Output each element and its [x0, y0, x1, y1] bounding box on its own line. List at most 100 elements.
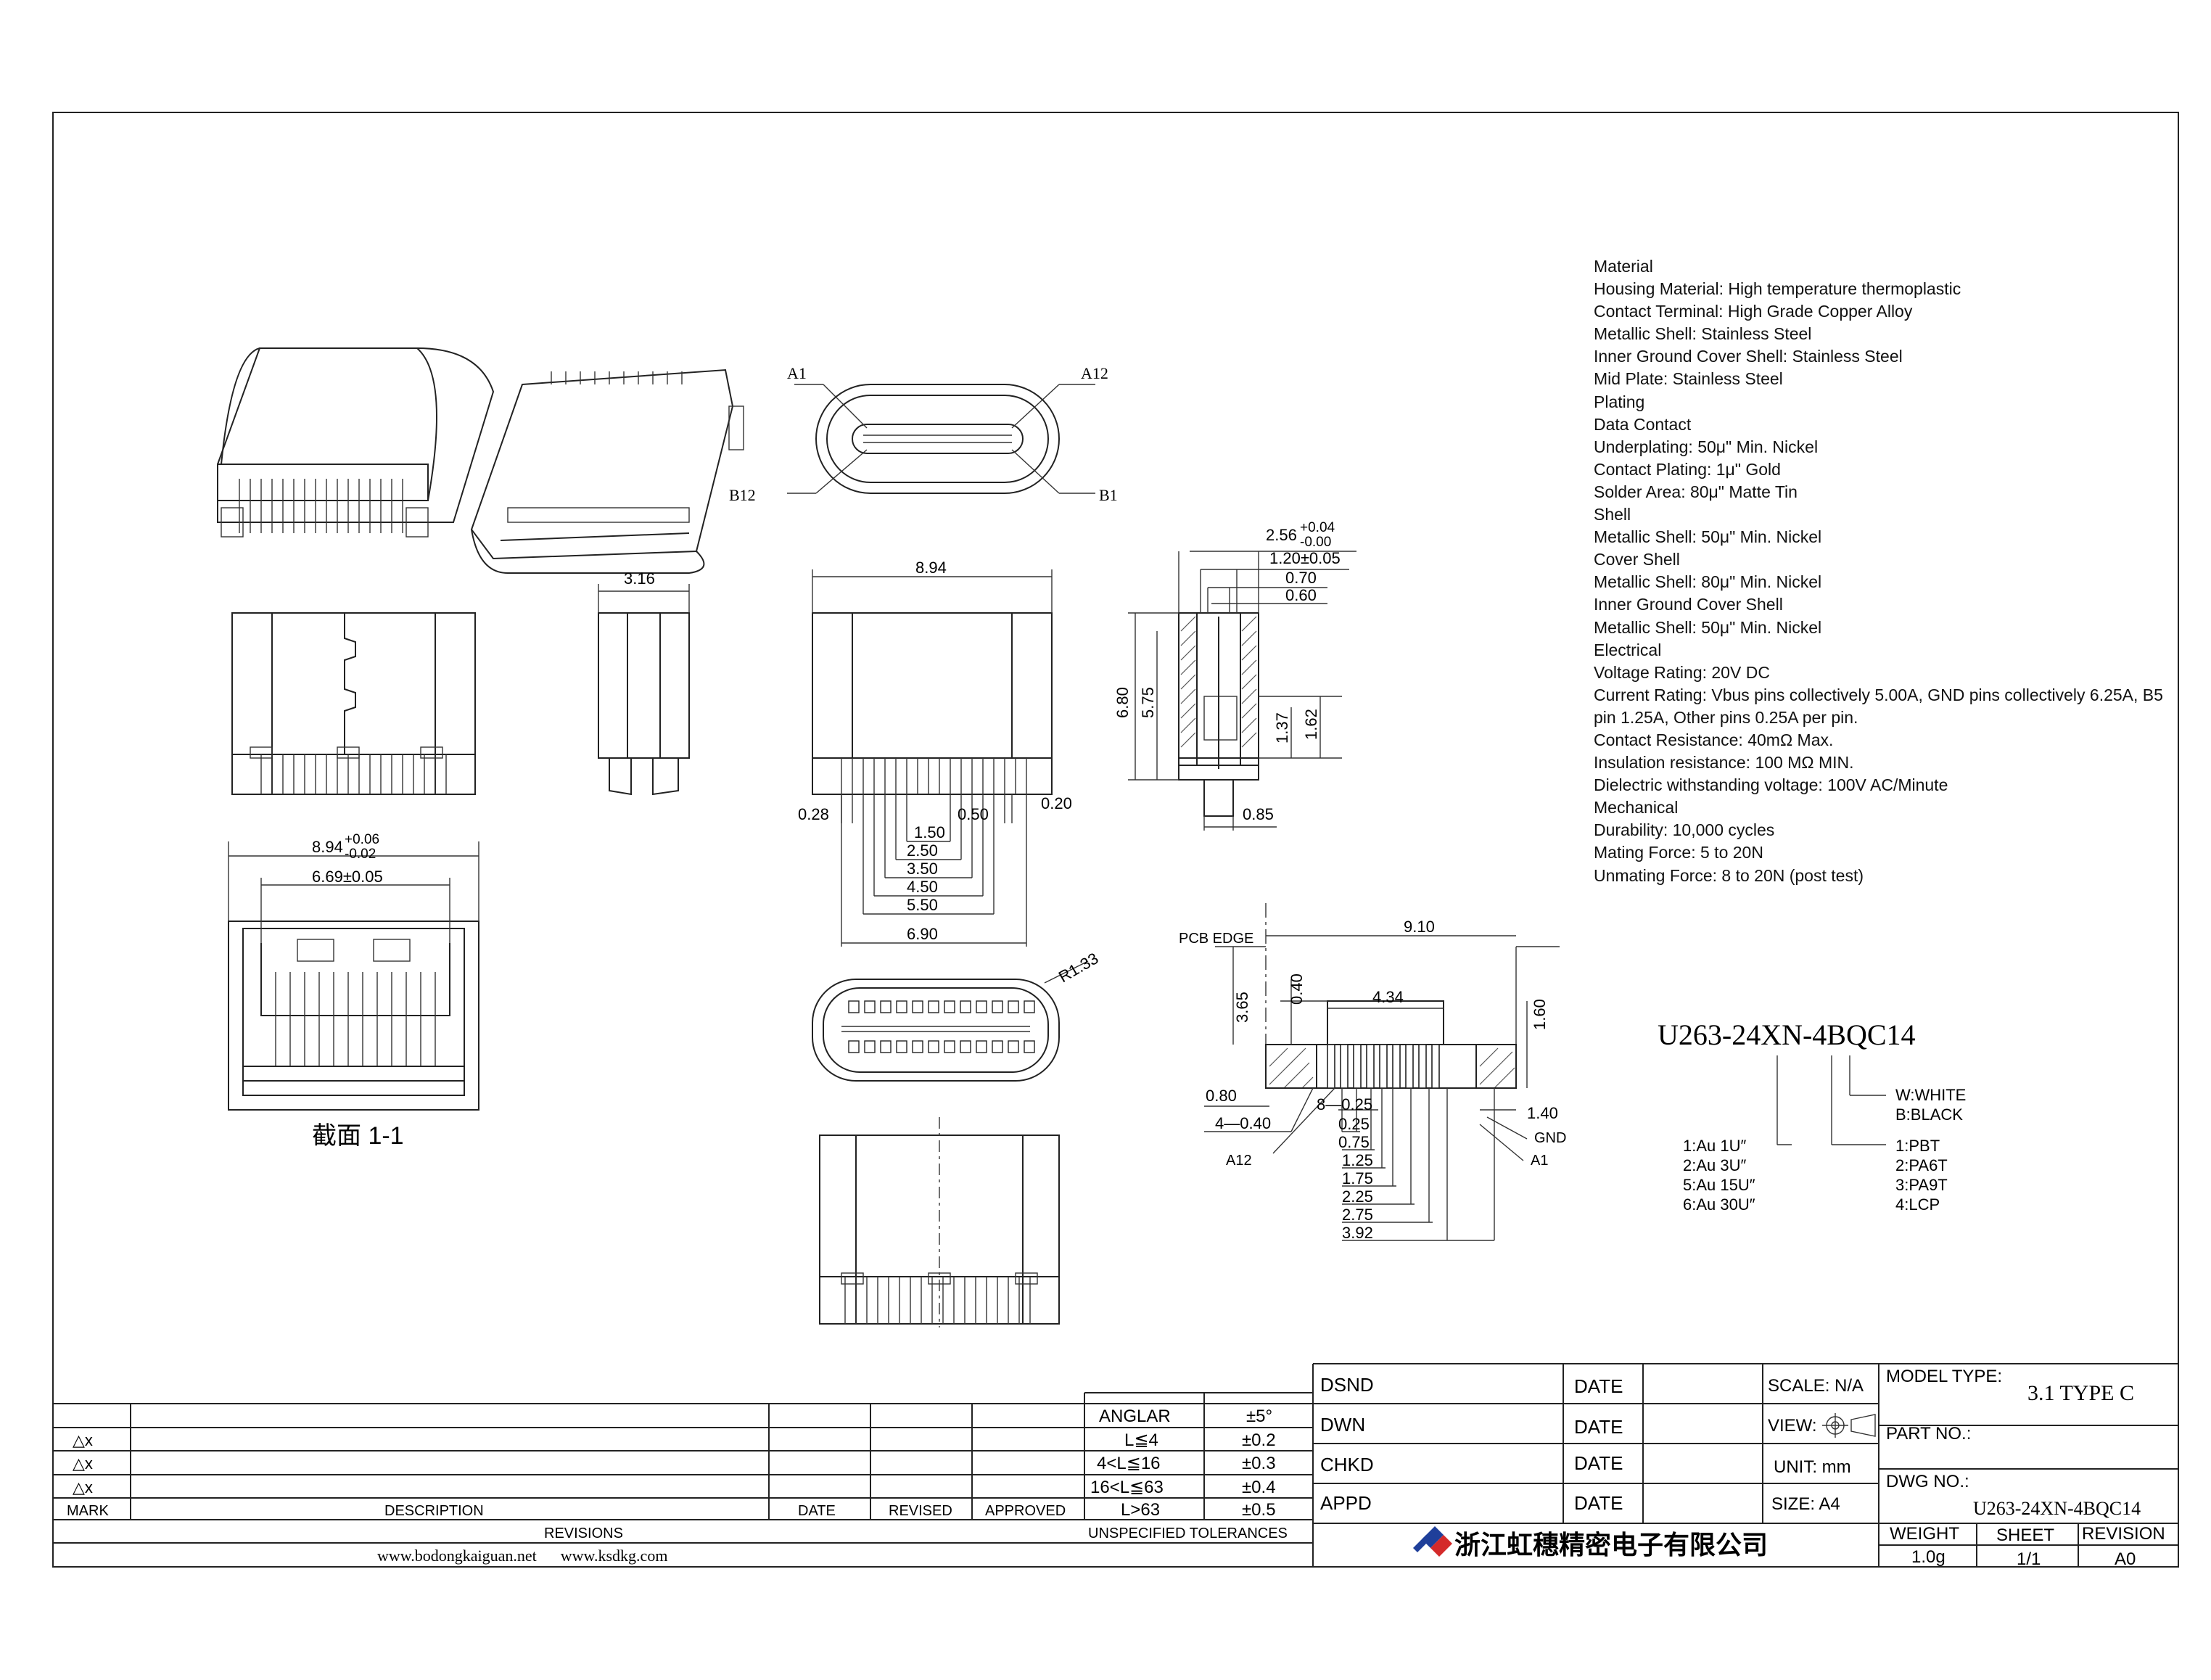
spec-line: Contact Plating: 1μ" Gold [1594, 459, 1781, 479]
dwg-no-value: U263-24XN-4BQC14 [1973, 1498, 2141, 1519]
top-view [231, 612, 476, 795]
approval-date-dwn: DATE [1574, 1416, 1623, 1438]
color-option-black: B:BLACK [1895, 1105, 1963, 1124]
spec-line: Current Rating: Vbus pins collectively 5… [1594, 685, 2163, 727]
dim-1-25: 1.25 [1342, 1151, 1373, 1169]
unit-label: UNIT: mm [1774, 1457, 1851, 1477]
dim-0-60: 0.60 [1285, 586, 1317, 604]
view-label: VIEW: [1768, 1416, 1817, 1436]
approval-date-appd: DATE [1574, 1492, 1623, 1514]
spec-line: Metallic Shell: 50μ" Min. Nickel [1594, 617, 1822, 637]
tolerance-value-2: ±0.3 [1242, 1454, 1276, 1473]
spec-line: Cover Shell [1594, 550, 1680, 569]
dim-6-80: 6.80 [1113, 687, 1132, 718]
dim-6-69: 6.69±0.05 [312, 868, 383, 886]
side-section-view [1128, 551, 1356, 831]
websites: www.bodongkaiguan.net www.ksdkg.com [377, 1547, 667, 1565]
dim-1-37: 1.37 [1273, 712, 1291, 744]
dim-8-94-bottom: 8.94 [312, 838, 343, 856]
revision-header-date: DATE [798, 1503, 836, 1519]
label-a1: A1 [1531, 1153, 1548, 1169]
dim-0-25: 0.25 [1338, 1115, 1370, 1133]
dim-3-50: 3.50 [907, 860, 938, 878]
pin-label-b12: B12 [729, 486, 756, 504]
dim-0-85: 0.85 [1243, 805, 1274, 823]
weight-label: WEIGHT [1890, 1524, 1959, 1544]
plating-option-2: 2:Au 3U″ [1683, 1156, 1746, 1174]
sheet-label: SHEET [1996, 1525, 2054, 1545]
pin-layout-view [812, 960, 1089, 1082]
bottom-view [819, 1117, 1060, 1327]
dim-4x0-40: 4—0.40 [1215, 1114, 1271, 1132]
dim-2-50: 2.50 [907, 841, 938, 860]
section-label: 截面 1-1 [312, 1122, 404, 1150]
projection-symbol-icon [1822, 1413, 1876, 1438]
plating-option-4: 6:Au 30U″ [1683, 1195, 1755, 1214]
spec-line: Contact Terminal: High Grade Copper Allo… [1594, 302, 1913, 321]
company-logo-icon [1413, 1526, 1452, 1557]
tolerance-value-0: ±5° [1246, 1407, 1272, 1426]
pin-label-a12: A12 [1081, 364, 1108, 382]
tolerance-value-3: ±0.4 [1242, 1478, 1276, 1497]
specification-list: Material Housing Material: High temperat… [1594, 255, 2189, 887]
dim-6-90: 6.90 [907, 925, 938, 943]
spec-line: Data Contact [1594, 414, 1692, 434]
spec-line: Unmating Force: 8 to 20N (post test) [1594, 865, 1864, 885]
approval-role-dsnd: DSND [1320, 1374, 1374, 1396]
approval-date-chkd: DATE [1574, 1452, 1623, 1474]
dim-2-25: 2.25 [1342, 1187, 1373, 1206]
section-1-1-view [228, 841, 479, 1111]
spec-line: Solder Area: 80μ" Matte Tin [1594, 482, 1798, 501]
dim-1-20: 1.20±0.05 [1269, 549, 1341, 567]
revisions-footer: REVISIONS [544, 1525, 623, 1541]
spec-line: Mechanical [1594, 798, 1679, 818]
approval-role-appd: APPD [1320, 1492, 1372, 1514]
dim-3-16: 3.16 [624, 569, 655, 588]
revision-header-mark: MARK [67, 1503, 109, 1519]
model-type-label: MODEL TYPE: [1886, 1367, 2002, 1386]
spec-line: Plating [1594, 392, 1645, 411]
spec-line: Dielectric withstanding voltage: 100V AC… [1594, 775, 1948, 795]
size-label: SIZE: A4 [1771, 1494, 1840, 1514]
dim-0-70: 0.70 [1285, 569, 1317, 587]
tolerance-label-4: L>63 [1121, 1500, 1160, 1520]
revision-table-grid [53, 1363, 2178, 1567]
plating-option-3: 5:Au 15U″ [1683, 1176, 1755, 1194]
part-code: U263-24XN-4BQC14 [1658, 1018, 1916, 1051]
spec-line: Housing Material: High temperature therm… [1594, 279, 1961, 299]
dim-2-56-tol-dn: -0.00 [1300, 535, 1331, 550]
revision-mark-1: △x [73, 1431, 93, 1449]
revision-value: A0 [2115, 1549, 2136, 1569]
dim-1-62: 1.62 [1302, 709, 1320, 740]
part-no-label: PART NO.: [1886, 1424, 1971, 1444]
dim-0-75: 0.75 [1338, 1133, 1370, 1151]
spec-line: Inner Ground Cover Shell: Stainless Stee… [1594, 347, 1903, 366]
dim-0-20: 0.20 [1041, 794, 1072, 812]
isometric-view-front [470, 368, 744, 574]
spec-line: Contact Resistance: 40mΩ Max. [1594, 730, 1834, 749]
dim-5-50: 5.50 [907, 896, 938, 914]
label-gnd: GND [1534, 1130, 1566, 1146]
model-type-value: 3.1 TYPE C [2027, 1381, 2134, 1405]
weight-value: 1.0g [1911, 1547, 1946, 1567]
pin-label-b1: B1 [1099, 486, 1118, 504]
tolerance-value-4: ±0.5 [1242, 1500, 1276, 1520]
pin-label-a1: A1 [787, 364, 807, 382]
color-option-white: W:WHITE [1895, 1086, 1966, 1104]
approval-role-dwn: DWN [1320, 1414, 1365, 1436]
spec-line: Mid Plate: Stainless Steel [1594, 369, 1783, 389]
material-option-4: 4:LCP [1895, 1195, 1940, 1214]
front-view [812, 569, 1053, 947]
isometric-view-rear [217, 347, 495, 538]
part-code-diagram [1776, 1055, 1886, 1145]
dim-3-65: 3.65 [1233, 992, 1251, 1023]
revision-header-approved: APPROVED [985, 1503, 1066, 1519]
spec-line: Underplating: 50μ" Min. Nickel [1594, 437, 1819, 456]
revision-label: REVISION [2082, 1524, 2165, 1544]
dim-1-75: 1.75 [1342, 1169, 1373, 1187]
revision-mark-3: △x [73, 1478, 93, 1496]
dim-0-28: 0.28 [798, 805, 829, 823]
spec-line: Mating Force: 5 to 20N [1594, 843, 1763, 862]
spec-line: Metallic Shell: 50μ" Min. Nickel [1594, 527, 1822, 547]
